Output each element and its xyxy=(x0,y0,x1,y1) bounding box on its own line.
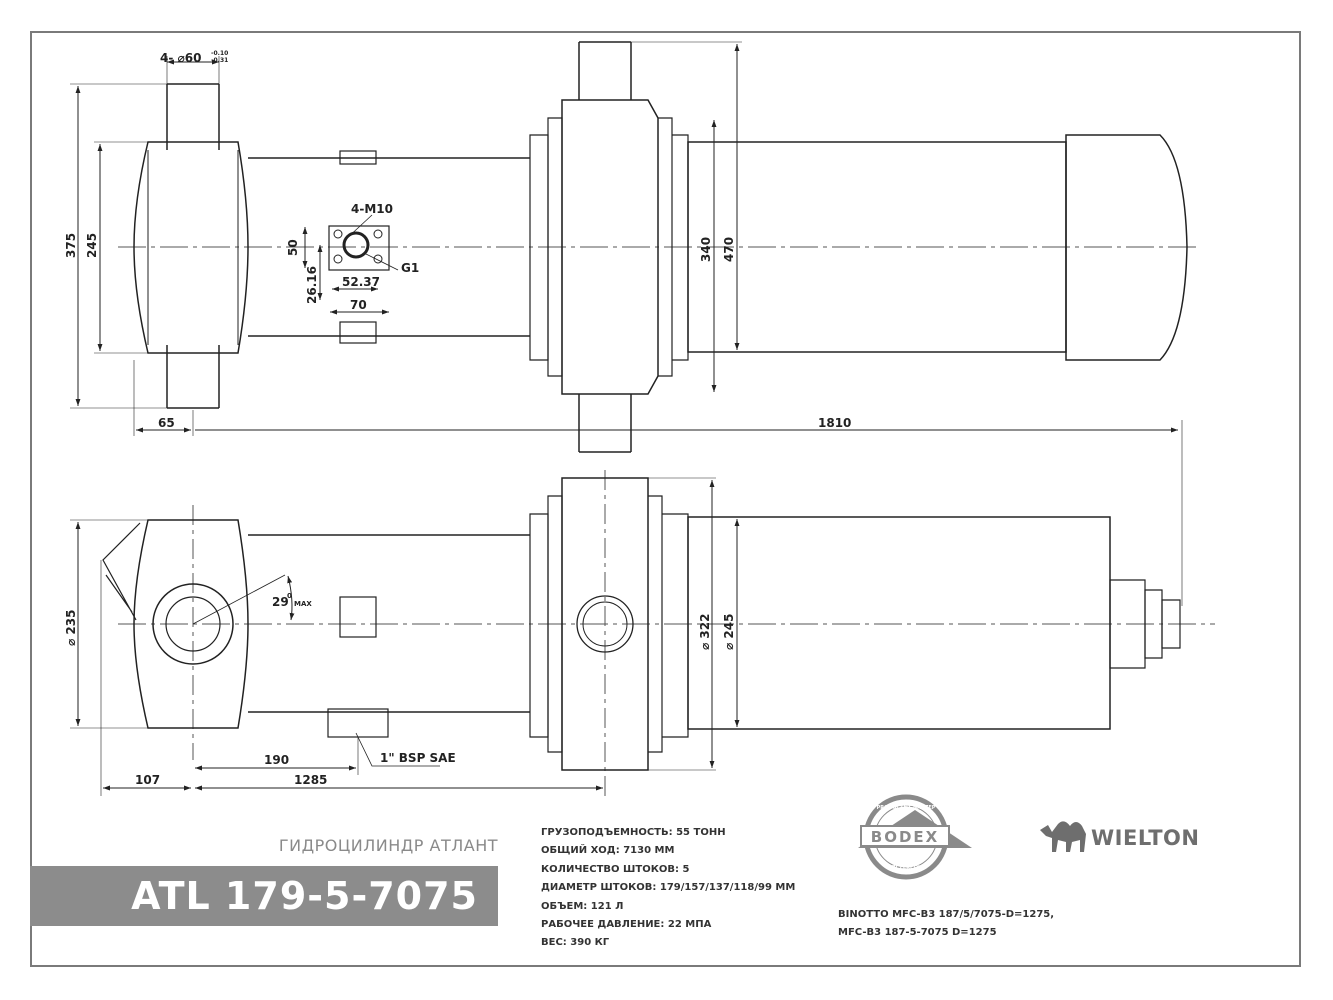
dim-pin-tol-lower: -0.31 xyxy=(211,57,228,64)
spec-stroke: ОБЩИЙ ХОД: 7130 ММ xyxy=(541,845,675,857)
dim-50: 50 xyxy=(286,239,300,256)
dim-g1: G1 xyxy=(401,261,419,275)
dim-190: 190 xyxy=(264,753,289,767)
dim-235: ⌀ 235 xyxy=(64,610,78,646)
compatibility-note: BINOTTO MFC-B3 187/5/7075-D=1275, MFC-B3… xyxy=(838,906,1054,942)
dim-340: 340 xyxy=(699,237,713,262)
dim-470: 470 xyxy=(722,237,736,262)
dim-1810: 1810 xyxy=(818,416,851,430)
dim-65: 65 xyxy=(158,416,175,430)
bodex-logo: BODEX PRODUCENT NACZEP SZCZERCÓW xyxy=(858,794,972,880)
top-dimensions xyxy=(70,41,1183,606)
dim-pin-diameter: 4- ⌀60 xyxy=(160,51,201,65)
camel-icon xyxy=(1040,821,1086,852)
dim-pin-tol-upper: -0.10 xyxy=(211,50,228,57)
spec-list: ГРУЗОПОДЪЕМНОСТЬ: 55 ТОНН ОБЩИЙ ХОД: 713… xyxy=(541,824,795,953)
compat-line-1: BINOTTO MFC-B3 187/5/7075-D=1275, xyxy=(838,909,1055,920)
dim-245-top: 245 xyxy=(85,233,99,258)
dim-52-37: 52.37 xyxy=(342,275,380,289)
compat-line-2: MFC-B3 187-5-7075 D=1275 xyxy=(838,927,997,938)
wielton-logo-text: WIELTON xyxy=(1091,826,1200,850)
model-band xyxy=(30,866,498,926)
spec-rod-diameters: ДИАМЕТР ШТОКОВ: 179/157/137/118/99 ММ xyxy=(541,882,796,894)
dim-70: 70 xyxy=(350,298,367,312)
dim-245-bottom: ⌀ 245 xyxy=(722,614,736,650)
drawing-frame xyxy=(30,31,1301,967)
bodex-bottom-text: SZCZERCÓW xyxy=(888,864,924,871)
bodex-name: BODEX xyxy=(871,828,939,846)
model-number: ATL 179-5-7075 xyxy=(131,874,478,918)
top-view xyxy=(118,41,1200,453)
spec-capacity: ГРУЗОПОДЪЕМНОСТЬ: 55 ТОНН xyxy=(541,827,726,838)
dim-26-16: 26.16 xyxy=(305,266,319,304)
dim-322: ⌀ 322 xyxy=(698,614,712,650)
bottom-dimensions xyxy=(70,477,740,796)
dim-port-bsp: 1" BSP SAE xyxy=(380,751,456,765)
dim-375: 375 xyxy=(64,233,78,258)
dim-1285: 1285 xyxy=(294,773,327,787)
spec-stages: КОЛИЧЕСТВО ШТОКОВ: 5 xyxy=(541,863,690,875)
bottom-view xyxy=(102,470,1215,800)
spec-volume: ОБЪЕМ: 121 Л xyxy=(541,900,624,912)
dim-angle-deg: 0 xyxy=(287,592,292,600)
dim-angle: 29 xyxy=(272,595,289,609)
dim-107: 107 xyxy=(135,773,160,787)
spec-weight: ВЕС: 390 КГ xyxy=(541,937,610,949)
dimension-labels: 4- ⌀60 -0.10 -0.31 375 245 4-M10 50 26.1… xyxy=(64,50,851,787)
dim-4m10: 4-M10 xyxy=(351,202,393,216)
dim-angle-max: MAX xyxy=(294,600,312,608)
spec-pressure: РАБОЧЕЕ ДАВЛЕНИЕ: 22 МПА xyxy=(541,919,712,931)
product-subtitle: ГИДРОЦИЛИНДР АТЛАНТ xyxy=(278,836,498,855)
bodex-top-text: PRODUCENT NACZEP xyxy=(877,805,936,811)
